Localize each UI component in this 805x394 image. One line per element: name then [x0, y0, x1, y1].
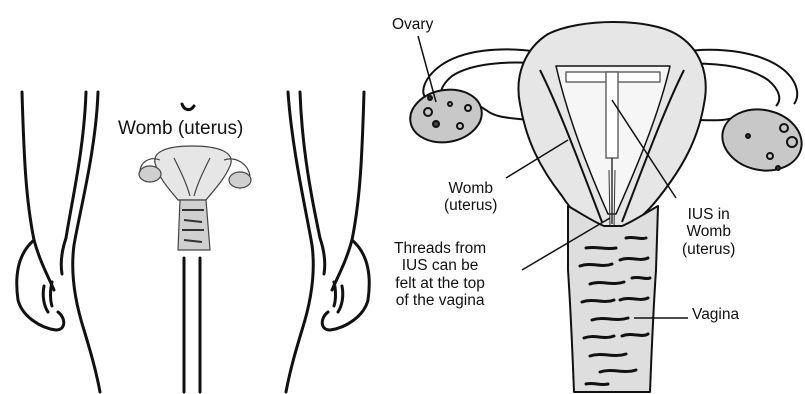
navel-mark — [182, 104, 194, 110]
small-uterus-illustration — [139, 146, 251, 250]
small-left-ovary — [139, 166, 161, 182]
label-threads: Threads from IUS can be felt at the top … — [394, 240, 486, 309]
small-right-ovary — [229, 172, 251, 188]
left-ovary — [406, 84, 486, 148]
label-ovary: Ovary — [392, 16, 433, 33]
label-vagina: Vagina — [692, 306, 739, 323]
small-vagina — [178, 200, 210, 250]
label-ius-in-womb: IUS in Womb (uterus) — [682, 206, 735, 258]
right-ovary — [717, 102, 805, 177]
label-womb: Womb (uterus) — [444, 180, 497, 215]
label-womb-small: Womb (uterus) — [118, 118, 243, 139]
